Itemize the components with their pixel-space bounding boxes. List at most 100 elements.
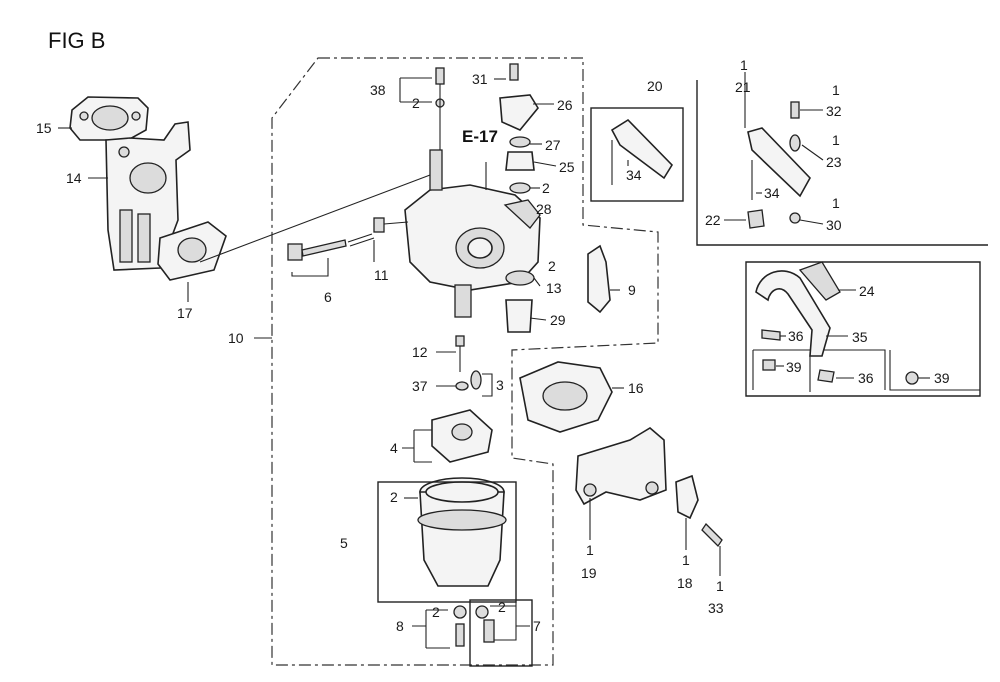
part-9-float <box>587 244 611 314</box>
callout-37: 37 <box>412 378 428 394</box>
part-38-screw <box>435 67 445 150</box>
leader-lines <box>58 72 930 649</box>
callout-5: 5 <box>340 535 348 551</box>
leader-17 <box>199 171 439 263</box>
part-39-nut-b <box>905 371 919 385</box>
callout-2-b: 2 <box>542 180 550 196</box>
part-36-clip-b <box>817 369 835 383</box>
part-19-bracket <box>575 427 667 506</box>
callout-15: 15 <box>36 120 52 136</box>
callout-17: 17 <box>177 305 193 321</box>
part-16-gasket <box>519 361 613 433</box>
part-30-nut <box>789 212 801 224</box>
callout-9: 9 <box>628 282 636 298</box>
part-3-spring <box>470 370 482 390</box>
part-14-bracket <box>105 121 191 271</box>
callout-27: 27 <box>545 137 561 153</box>
hose-parts-box <box>745 261 981 397</box>
part-39-nut-a <box>762 359 776 371</box>
callout-1-b: 1 <box>832 82 840 98</box>
part-7-washer <box>475 605 489 619</box>
part-13-o-ring <box>505 270 535 286</box>
part-12-head <box>455 335 465 347</box>
callout-16: 16 <box>628 380 644 396</box>
callout-29: 29 <box>550 312 566 328</box>
callout-28: 28 <box>536 201 552 217</box>
part-17-gasket <box>157 221 227 281</box>
part-15-gasket <box>69 96 149 141</box>
part-37-washer <box>455 381 469 391</box>
part-6-screw-assembly <box>287 233 375 261</box>
part-31-screw <box>509 63 519 81</box>
part-25-valve <box>505 151 535 171</box>
callout-10: 10 <box>228 330 244 346</box>
callout-3: 3 <box>496 377 504 393</box>
callout-39-b: 39 <box>934 370 950 386</box>
callout-20: 20 <box>647 78 663 94</box>
part-11-screw <box>373 217 385 233</box>
part-23-spring <box>789 134 801 152</box>
part-21-box <box>696 80 988 246</box>
figure-title: FIG B <box>48 28 105 53</box>
carburetor-body <box>404 149 541 318</box>
callout-1-c: 1 <box>832 132 840 148</box>
callout-36-b: 36 <box>858 370 874 386</box>
part-5-float-bowl <box>417 477 507 587</box>
part-18-clip <box>675 474 699 520</box>
part-26-cover <box>499 94 539 131</box>
part-5-box <box>377 481 517 603</box>
part-36-clip <box>761 329 781 341</box>
part-27-washer <box>509 136 531 148</box>
callout-1-f: 1 <box>682 552 690 568</box>
callout-25: 25 <box>559 159 575 175</box>
callout-7: 7 <box>533 618 541 634</box>
part-4-float <box>431 409 493 463</box>
callout-11: 11 <box>374 267 389 283</box>
callout-2-f: 2 <box>498 599 506 615</box>
part-8-washer <box>453 605 467 619</box>
callout-21: 21 <box>735 79 751 95</box>
callout-38: 38 <box>370 82 386 98</box>
part-8-bolt <box>455 623 465 647</box>
callout-2-a: 2 <box>412 95 420 111</box>
callout-18: 18 <box>677 575 693 591</box>
callout-26: 26 <box>557 97 573 113</box>
part-33-bolt <box>701 522 723 548</box>
part-21-lever <box>747 127 811 200</box>
callout-13: 13 <box>546 280 562 296</box>
part-20-lever <box>610 118 674 185</box>
part-24-clip <box>798 261 841 301</box>
callout-1-e: 1 <box>586 542 594 558</box>
callout-4: 4 <box>390 440 398 456</box>
callout-labels: 38 2 31 26 E-17 27 25 2 28 20 34 1 21 1 … <box>36 57 950 634</box>
callout-1-g: 1 <box>716 578 724 594</box>
callout-33: 33 <box>708 600 724 616</box>
part-22-spring <box>747 209 765 229</box>
callout-19: 19 <box>581 565 597 581</box>
callout-12: 12 <box>412 344 428 360</box>
callout-14: 14 <box>66 170 82 186</box>
part-32-screw <box>790 101 800 119</box>
part-29-jet <box>505 299 533 333</box>
part-7-box <box>469 599 533 667</box>
part-28-washer <box>509 182 531 194</box>
callout-35: 35 <box>852 329 868 345</box>
hose-parts-divider <box>752 349 980 391</box>
callout-36-a: 36 <box>788 328 804 344</box>
callout-34-a: 34 <box>626 167 642 183</box>
callout-39-a: 39 <box>786 359 802 375</box>
callout-22: 22 <box>705 212 721 228</box>
callout-24: 24 <box>859 283 875 299</box>
callout-8: 8 <box>396 618 404 634</box>
part-7-bolt <box>483 619 495 643</box>
reference-e17: E-17 <box>462 127 498 146</box>
callout-30: 30 <box>826 217 842 233</box>
callout-6: 6 <box>324 289 332 305</box>
callout-2-e: 2 <box>432 604 440 620</box>
callout-2-c: 2 <box>548 258 556 274</box>
callout-34-b: 34 <box>764 185 780 201</box>
callout-23: 23 <box>826 154 842 170</box>
callout-1-a: 1 <box>740 57 748 73</box>
callout-1-d: 1 <box>832 195 840 211</box>
